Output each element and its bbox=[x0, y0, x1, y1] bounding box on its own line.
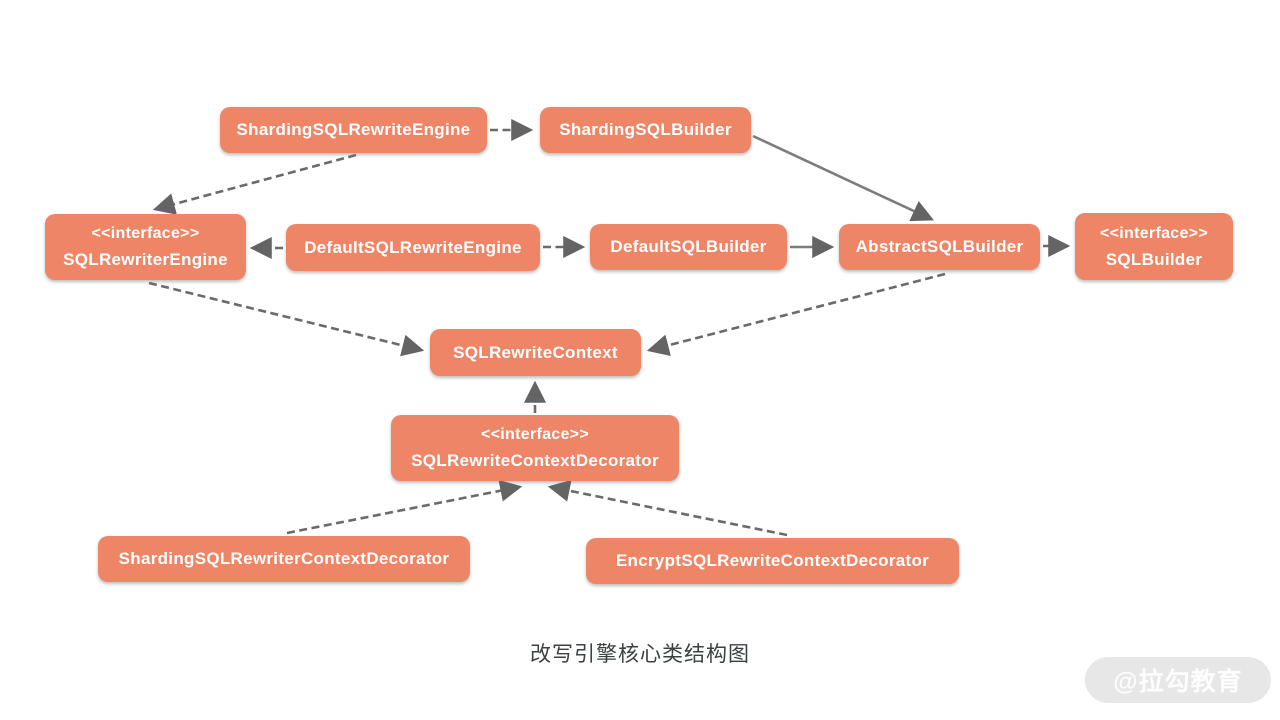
class-label: DefaultSQLRewriteEngine bbox=[304, 237, 522, 257]
watermark-text: @拉勾教育 bbox=[1113, 668, 1243, 696]
edge-encryptsqlrewritecontextdecorator-to-sqlrewritecontextdecorator bbox=[547, 479, 788, 537]
class-label: AbstractSQLBuilder bbox=[855, 237, 1024, 256]
class-label: SQLBuilder bbox=[1105, 249, 1203, 269]
watermark-badge: @拉勾教育 bbox=[1085, 657, 1271, 703]
class-node-sql-rewrite-context: SQLRewriteContext bbox=[430, 329, 641, 376]
interface-stereotype: <<interface>> bbox=[1100, 224, 1208, 242]
class-label: ShardingSQLRewriteEngine bbox=[236, 120, 471, 139]
interface-stereotype: <<interface>> bbox=[481, 426, 589, 443]
edge-abstractsqlbuilder-to-sqlrewritecontext bbox=[646, 272, 946, 357]
class-node-sharding-sql-rewriter-context-decorator: ShardingSQLRewriterContextDecorator bbox=[98, 536, 470, 582]
interface-node-sql-rewrite-context-decorator: <<interface>> SQLRewriteContextDecorator bbox=[391, 415, 679, 481]
class-node-encrypt-sql-rewrite-context-decorator: EncryptSQLRewriteContextDecorator bbox=[586, 538, 959, 584]
edge-sqlrewriterengine-to-sqlrewritecontext bbox=[148, 281, 425, 357]
class-label: SQLRewriterEngine bbox=[63, 250, 228, 269]
class-label: SQLRewriteContext bbox=[453, 342, 618, 362]
class-label: ShardingSQLRewriterContextDecorator bbox=[118, 549, 450, 568]
interface-stereotype: <<interface>> bbox=[91, 225, 200, 242]
interface-node-sql-rewriter-engine: <<interface>> SQLRewriterEngine bbox=[45, 214, 246, 280]
interface-node-sql-builder: <<interface>> SQLBuilder bbox=[1075, 213, 1233, 280]
diagram-title: 改写引擎核心类结构图 bbox=[530, 643, 750, 666]
class-node-default-sql-builder: DefaultSQLBuilder bbox=[590, 224, 787, 270]
class-label: ShardingSQLBuilder bbox=[559, 120, 732, 139]
edge-shardingsqlbuilder-to-abstractsqlbuilder bbox=[752, 134, 935, 222]
class-node-abstract-sql-builder: AbstractSQLBuilder bbox=[839, 224, 1040, 270]
class-node-default-sql-rewrite-engine: DefaultSQLRewriteEngine bbox=[286, 224, 540, 271]
class-label: DefaultSQLBuilder bbox=[610, 237, 767, 256]
class-node-sharding-sql-rewrite-engine: ShardingSQLRewriteEngine bbox=[220, 107, 487, 153]
edge-shardingsqlrewriteengine-to-sqlrewriterengine bbox=[152, 153, 357, 215]
class-label: SQLRewriteContextDecorator bbox=[411, 451, 659, 470]
class-node-sharding-sql-builder: ShardingSQLBuilder bbox=[540, 107, 751, 153]
class-label: EncryptSQLRewriteContextDecorator bbox=[615, 551, 930, 570]
edge-shardingsqlrewritercontextdecorator-to-sqlrewritecontextdecorator bbox=[286, 479, 523, 535]
